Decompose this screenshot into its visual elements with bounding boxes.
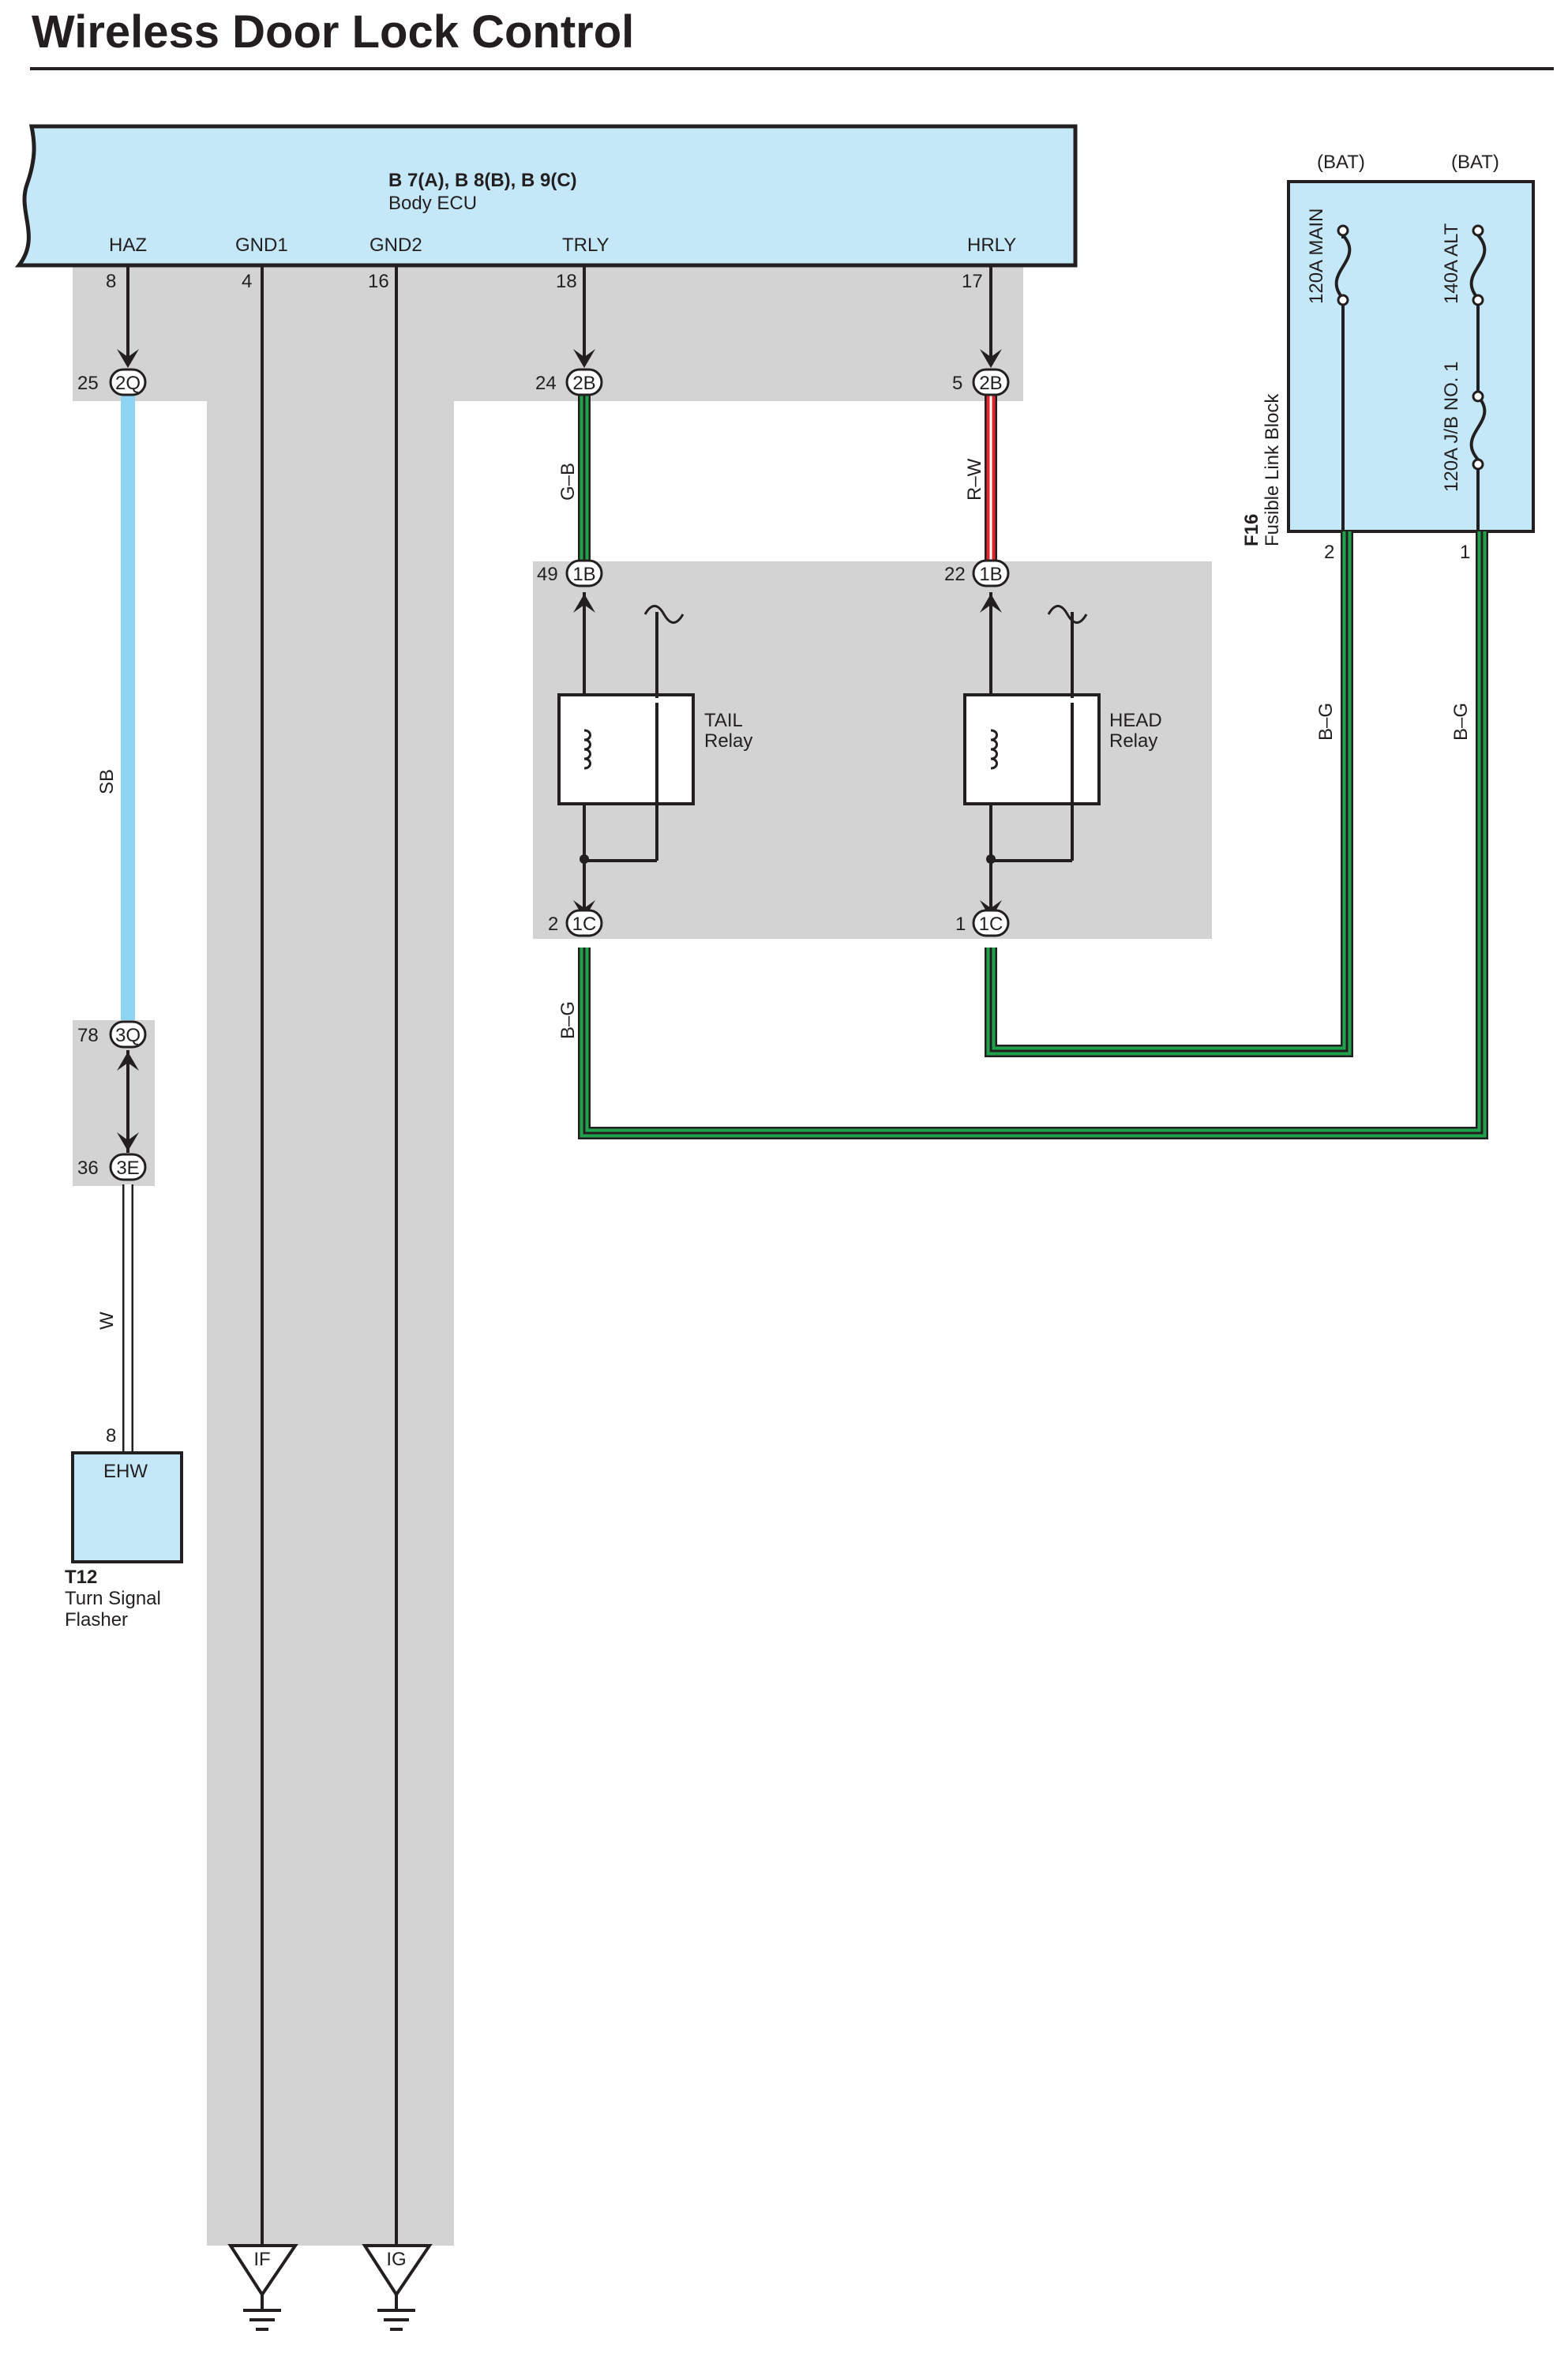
- connector-code: 2Q: [115, 373, 141, 394]
- connector-code: 2B: [572, 373, 595, 394]
- arrow-up-1b-head: [980, 594, 1002, 613]
- ecu-name: B 7(A), B 8(B), B 9(C): [388, 170, 577, 191]
- wire-label-w: W: [96, 1312, 118, 1330]
- pin-label-haz: HAZ: [109, 235, 147, 256]
- connector-pin: 36: [77, 1158, 99, 1179]
- tail-relay-word: Relay: [704, 730, 752, 752]
- ecu-desc: Body ECU: [388, 193, 477, 214]
- connector-1c-head: 1C 1: [955, 909, 1010, 937]
- head-relay-coil: [990, 729, 998, 770]
- tail-relay-box: [557, 693, 695, 805]
- connector-code: 3E: [116, 1158, 139, 1179]
- ground-ig-icon: [362, 2244, 433, 2298]
- connector-code: 1C: [572, 914, 597, 935]
- fusible-pin-2: 2: [1324, 542, 1334, 563]
- connector-pin: 22: [944, 564, 966, 585]
- connector-pin: 24: [535, 373, 557, 394]
- connector-pin: 1: [955, 914, 966, 935]
- turn-signal-flasher-box: [71, 1451, 183, 1563]
- pin-label-hrly: HRLY: [967, 235, 1016, 256]
- wire-label-bg-f1: B–G: [1450, 703, 1472, 741]
- bat-label-2: (BAT): [1451, 152, 1499, 173]
- fusible-link-block: [1287, 180, 1535, 533]
- head-relay-ac-icon: [1047, 605, 1088, 624]
- fusible-pin-1: 1: [1460, 542, 1470, 563]
- arrow-down-haz: [117, 349, 139, 368]
- pin-label-trly: TRLY: [562, 235, 610, 256]
- wire-label-rw: R–W: [964, 458, 985, 501]
- fuse-label-main: 120A MAIN: [1306, 208, 1327, 304]
- fusible-id: F16: [1241, 514, 1262, 546]
- connector-3e: 3E 36: [77, 1153, 147, 1181]
- pin-num-hrly: 17: [962, 271, 983, 292]
- connector-pin: 25: [77, 373, 99, 394]
- connector-2q: 2Q 25: [77, 368, 147, 396]
- wire-label-bg-f2: B–G: [1315, 703, 1337, 741]
- ground-if: IF: [227, 2244, 298, 2331]
- body-ecu-box: [14, 124, 1078, 268]
- head-relay-name: HEAD: [1109, 710, 1162, 731]
- head-relay-box: [963, 693, 1101, 805]
- connector-code: 1B: [979, 564, 1002, 585]
- page-title: Wireless Door Lock Control: [32, 6, 634, 58]
- fusible-desc: Fusible Link Block: [1262, 393, 1283, 546]
- connector-1c-tail: 1C 2: [548, 909, 603, 937]
- connector-2b-tail: 2B 24: [535, 368, 603, 396]
- wire-label-bg-tail: B–G: [557, 1001, 579, 1039]
- ecu-ground-shade: [73, 265, 1023, 2246]
- head-relay-word: Relay: [1109, 730, 1157, 752]
- bat-label-1: (BAT): [1317, 152, 1365, 173]
- fuse-label-jb: 120A J/B NO. 1: [1441, 362, 1462, 492]
- connector-pin: 5: [952, 373, 962, 394]
- svg-text:IF: IF: [253, 2249, 270, 2270]
- fuse-alt-icon: [1469, 234, 1487, 300]
- connector-code: 1C: [979, 914, 1003, 935]
- connector-3q: 3Q 78: [77, 1020, 147, 1049]
- flasher-pin: 8: [106, 1425, 116, 1447]
- connector-pin: 49: [537, 564, 558, 585]
- arrow-down-trly: [573, 349, 595, 368]
- connector-1b-tail: 1B 49: [537, 559, 603, 587]
- flasher-id: T12: [65, 1567, 97, 1588]
- flasher-terminal: EHW: [103, 1461, 148, 1482]
- fuse-main-icon: [1334, 234, 1352, 300]
- pin-num-gnd1: 4: [242, 271, 252, 292]
- connector-2b-head: 2B 5: [952, 368, 1010, 396]
- fuse-terminals: [1337, 224, 1484, 471]
- tail-relay-coil: [583, 729, 591, 770]
- flasher-line1: Turn Signal: [65, 1588, 161, 1609]
- pin-num-trly: 18: [556, 271, 577, 292]
- shaded-regions: [73, 265, 1212, 2246]
- ground-if-icon: [227, 2244, 298, 2298]
- pin-label-gnd1: GND1: [235, 235, 288, 256]
- connector-code: 3Q: [115, 1025, 141, 1046]
- wires: [121, 265, 1488, 2246]
- arrow-up-3q: [117, 1052, 139, 1071]
- wire-label-sb: SB: [96, 769, 118, 794]
- head-relay: [963, 592, 1101, 916]
- arrow-down-3e: [117, 1132, 139, 1151]
- fuse-symbols: [1334, 234, 1487, 531]
- svg-text:IG: IG: [386, 2249, 406, 2270]
- arrow-up-1b-tail: [573, 594, 595, 613]
- connector-1b-head: 1B 22: [944, 559, 1010, 587]
- wire-label-gb: G–B: [557, 463, 579, 501]
- pin-num-gnd2: 16: [368, 271, 389, 292]
- connector-pin: 78: [77, 1025, 99, 1046]
- connector-code: 2B: [979, 373, 1002, 394]
- arrow-markers: [117, 349, 1002, 1151]
- flasher-line2: Flasher: [65, 1609, 128, 1631]
- tail-relay: [557, 592, 695, 916]
- connector-code: 1B: [572, 564, 595, 585]
- pin-num-haz: 8: [106, 271, 116, 292]
- ground-ig: IG: [362, 2244, 433, 2331]
- fuse-jb-icon: [1469, 395, 1487, 461]
- fuse-label-alt: 140A ALT: [1441, 223, 1462, 304]
- tail-relay-name: TAIL: [704, 710, 743, 731]
- pin-label-gnd2: GND2: [369, 235, 422, 256]
- tail-relay-ac-icon: [643, 605, 685, 624]
- arrow-down-hrly: [980, 349, 1002, 368]
- connector-pin: 2: [548, 914, 558, 935]
